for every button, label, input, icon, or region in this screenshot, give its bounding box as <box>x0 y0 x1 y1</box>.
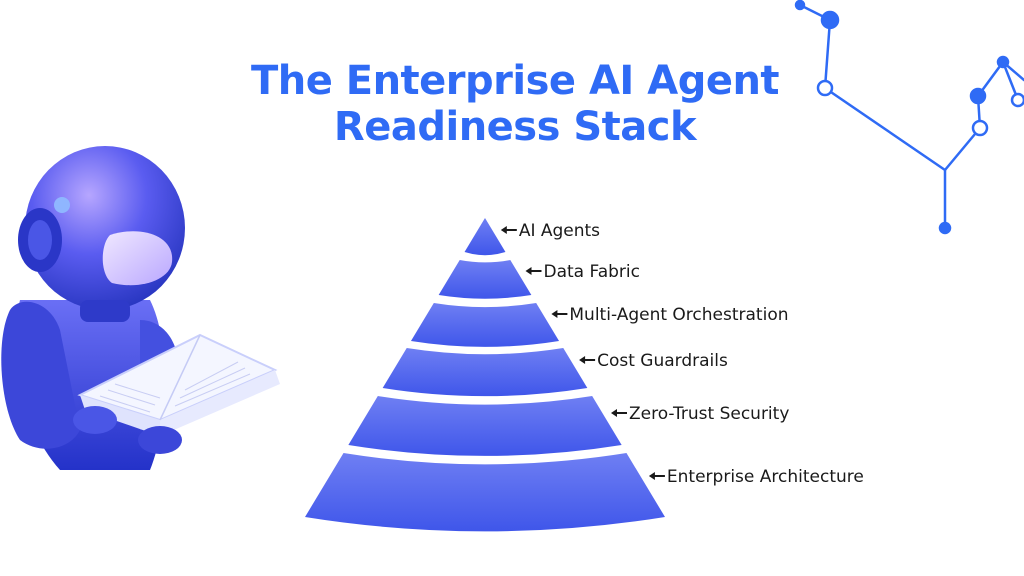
pyramid-tier-2 <box>438 260 532 299</box>
tier-label-arrow <box>648 472 665 480</box>
tier-label-arrow <box>579 356 596 364</box>
pyramid-tier-6 <box>305 453 665 532</box>
pyramid-tier-3 <box>410 303 560 347</box>
network-node <box>971 119 989 137</box>
pyramid-tier-5 <box>348 396 622 456</box>
robot-hand <box>138 426 182 454</box>
network-node <box>969 87 987 105</box>
tier-label-5: Zero-Trust Security <box>629 404 789 424</box>
tier-label-arrow <box>551 310 568 318</box>
tier-label-arrow <box>525 267 542 275</box>
network-node <box>1010 92 1024 108</box>
robot-left-arm <box>1 301 80 449</box>
title-line-1: The Enterprise AI Agent <box>250 58 780 104</box>
robot-hand <box>73 406 117 434</box>
tier-label-arrow <box>500 226 517 234</box>
tier-label-4: Cost Guardrails <box>597 351 728 371</box>
tier-label-arrow <box>610 409 627 417</box>
pyramid-tier-1 <box>464 218 506 256</box>
tier-label-3: Multi-Agent Orchestration <box>569 305 788 325</box>
pyramid-tier-4 <box>382 348 588 397</box>
tier-label-1: AI Agents <box>519 221 600 241</box>
tier-label-2: Data Fabric <box>544 262 640 282</box>
tier-label-6: Enterprise Architecture <box>667 467 864 487</box>
network-node <box>996 55 1010 69</box>
page-title: The Enterprise AI Agent Readiness Stack <box>200 58 830 150</box>
title-line-2: Readiness Stack <box>333 104 697 150</box>
network-node <box>820 10 840 30</box>
network-node <box>938 221 952 235</box>
network-node <box>816 79 834 97</box>
network-node <box>794 0 806 11</box>
robot-visor <box>102 231 173 286</box>
